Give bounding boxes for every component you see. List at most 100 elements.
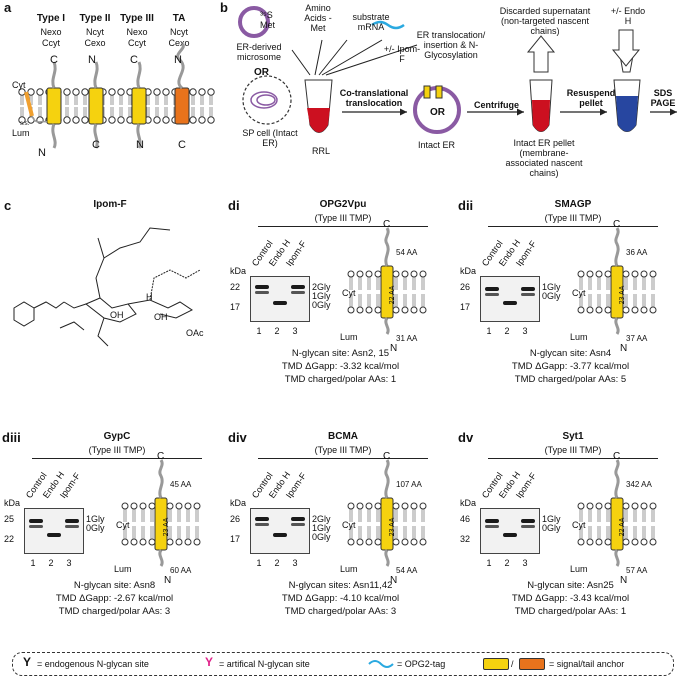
ta-l1: Ncyt — [170, 27, 188, 37]
tmd-length-label: 22 AA — [619, 517, 626, 537]
tmd-length-label: 23 AA — [163, 517, 170, 537]
band-label: 1Gly — [542, 282, 561, 292]
lum-label: Lum — [570, 564, 588, 574]
type-i-tmd — [46, 87, 62, 125]
glycan-site-text: N-glycan site: Asn2, 15 — [291, 348, 390, 359]
western-blot-image — [250, 276, 310, 322]
microsome-label: ER-derived microsome — [236, 42, 282, 62]
protein-name: SMAGP — [554, 199, 592, 210]
lane-number: 2 — [48, 558, 54, 568]
panel-b-letter: b — [220, 0, 228, 15]
type-iii-bottom-label: N — [136, 139, 144, 151]
ta-bottom-label: C — [178, 139, 186, 151]
gel-band — [65, 525, 79, 528]
legend-endogenous: = endogenous N-glycan site — [37, 659, 149, 669]
artificial-glycan-icon: Y — [205, 655, 214, 669]
tmd-dg-text: TMD ΔGapp: -4.10 kcal/mol — [281, 593, 400, 604]
tmd-polar-text: TMD charged/polar AAs: 3 — [284, 606, 397, 617]
gel-band — [65, 519, 79, 523]
signal-sequence — [24, 91, 34, 117]
glycan-site-text: N-glycan sites: Asn11,42 — [288, 580, 393, 591]
type-i-top-label: C — [50, 54, 58, 66]
co-translational-label: Co-translational translocation — [339, 88, 409, 108]
discarded-supernatant-label: Discarded supernatant (non-targeted nasc… — [499, 6, 591, 36]
lane-number: 2 — [274, 326, 280, 336]
lane-number: 2 — [274, 558, 280, 568]
lane-number: 1 — [486, 326, 492, 336]
ta-tmd — [174, 87, 190, 125]
gel-band — [521, 287, 535, 291]
gel-band — [47, 533, 61, 537]
lane-number: 2 — [504, 558, 510, 568]
tmd-dg-text: TMD ΔGapp: -3.77 kcal/mol — [511, 361, 630, 372]
n-terminus-label: N — [164, 575, 172, 586]
workflow-diagram — [238, 6, 677, 134]
panel-letter: diii — [2, 430, 21, 445]
mw-marker: 22 — [4, 534, 15, 544]
protein-type: (Type III TMP) — [544, 445, 602, 455]
rrl-label: RRL — [312, 146, 331, 156]
gel-band — [291, 517, 305, 521]
western-blot-image — [480, 508, 540, 554]
mw-marker: 17 — [230, 534, 241, 544]
band-label: 0Gly — [542, 523, 561, 533]
band-label: 0Gly — [542, 291, 561, 301]
protein-name: GypC — [103, 431, 131, 442]
protein-name: OPG2Vpu — [319, 199, 367, 210]
type-iii-l1: Nexo — [126, 27, 148, 37]
topology-cartoon — [577, 227, 657, 335]
protein-name: Syt1 — [562, 431, 584, 442]
type-iii-tmd — [131, 87, 147, 125]
divider — [488, 458, 658, 459]
gel-band — [255, 517, 269, 521]
gel-band — [291, 523, 305, 526]
c-terminus-label: C — [383, 219, 391, 230]
mw-marker: 46 — [460, 514, 471, 524]
divider — [258, 226, 428, 227]
band-label: 0Gly — [86, 523, 105, 533]
mrna-icon — [371, 20, 405, 30]
tmd-dg-text: TMD ΔGapp: -3.32 kcal/mol — [281, 361, 400, 372]
c-terminus-label: C — [613, 219, 621, 230]
divider — [258, 458, 428, 459]
western-blot-image — [250, 508, 310, 554]
mw-marker: 17 — [230, 302, 241, 312]
panel-letter: dv — [458, 430, 474, 445]
ta-top-label: N — [174, 54, 182, 66]
band-label: 0Gly — [312, 300, 331, 310]
type-ii-tmd — [88, 87, 104, 125]
type-iii-l2: Ccyt — [128, 38, 146, 48]
or-label-1: OR — [254, 67, 269, 78]
protein-type: (Type III TMP) — [544, 213, 602, 223]
c-terminus-label: C — [613, 451, 621, 462]
mw-marker: 25 — [4, 514, 15, 524]
gel-band — [255, 285, 269, 289]
ss-label-a: s.s. — [20, 121, 30, 127]
panel-letter: dii — [458, 198, 474, 213]
membrane-topology-diagram — [18, 42, 215, 149]
band-label: 1Gly — [312, 291, 331, 301]
tmd-polar-text: TMD charged/polar AAs: 5 — [514, 374, 627, 385]
band-label: 0Gly — [312, 532, 331, 542]
type-ii-bottom-label: C — [92, 139, 100, 151]
type-i-l1: Nexo — [40, 27, 62, 37]
tmd-dg-text: TMD ΔGapp: -2.67 kcal/mol — [55, 593, 174, 604]
lane-number: 1 — [486, 558, 492, 568]
intact-er-label: Intact ER — [418, 140, 456, 150]
protein-type: (Type III TMP) — [314, 213, 372, 223]
type-iii-label: Type III — [120, 13, 154, 24]
top-aa-label: 45 AA — [170, 480, 192, 489]
kda-label: kDa — [460, 498, 477, 508]
divider — [32, 458, 202, 459]
lane-number: 1 — [30, 558, 36, 568]
type-i-bottom-label: N — [38, 147, 46, 159]
bottom-aa-label: 54 AA — [396, 566, 418, 575]
lane-number: 3 — [292, 326, 298, 336]
gel-band — [521, 293, 535, 296]
bottom-aa-label: 57 AA — [626, 566, 648, 575]
topology-cartoon — [121, 459, 201, 567]
intact-er-pellet-label: Intact ER pellet (membrane-associated na… — [505, 138, 583, 178]
cyt-label: Cyt — [572, 288, 586, 298]
panel-c-letter: c — [4, 198, 12, 213]
